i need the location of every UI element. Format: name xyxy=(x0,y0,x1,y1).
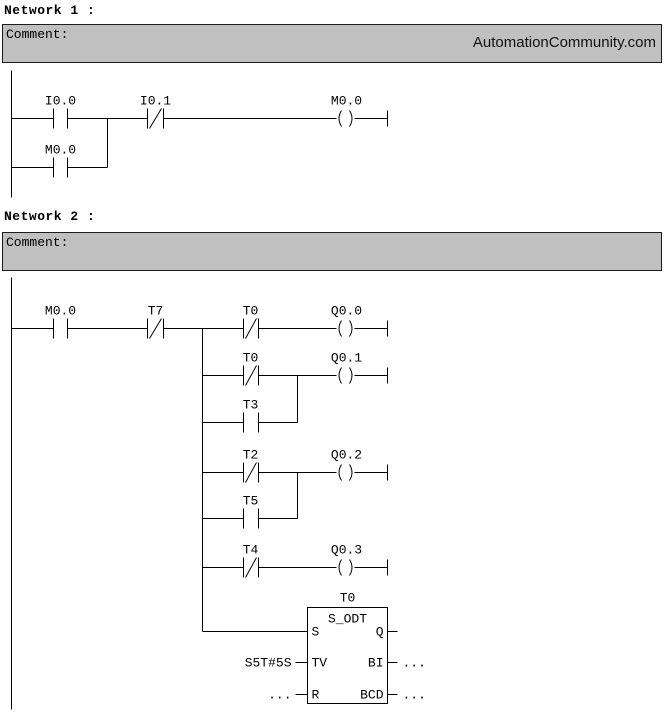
timer-tv-operand[interactable]: S5T#5S xyxy=(245,656,292,671)
network1-comment-box[interactable]: Comment: AutomationCommunity.com xyxy=(2,24,662,63)
nc-contact-t2[interactable] xyxy=(243,462,259,483)
wires xyxy=(11,320,398,695)
timer-r-operand[interactable]: ... xyxy=(268,688,291,703)
coil-m0-0[interactable] xyxy=(338,110,353,127)
network2-ladder: M0.0 T7 T0 Q0.0 T0 Q0.1 T3 T2 Q0.2 T5 T4… xyxy=(11,277,426,710)
coil-q0-0[interactable] xyxy=(338,320,353,337)
no-contact-t3[interactable] xyxy=(243,412,259,433)
timer-type-label: S_ODT xyxy=(328,612,367,627)
timer-name-label[interactable]: T0 xyxy=(340,591,356,606)
operand-label[interactable]: T4 xyxy=(243,543,259,558)
operand-label[interactable]: T2 xyxy=(243,448,259,463)
operand-label[interactable]: M0.0 xyxy=(331,94,362,109)
operand-label[interactable]: T5 xyxy=(243,494,259,509)
pin-label-r: R xyxy=(312,688,320,703)
comment-label[interactable]: Comment: xyxy=(6,235,69,250)
operand-label[interactable]: M0.0 xyxy=(45,304,76,319)
operand-label[interactable]: T3 xyxy=(243,398,259,413)
coil-q0-2[interactable] xyxy=(338,464,353,481)
no-contact-m0-0[interactable] xyxy=(53,318,68,339)
network2-title[interactable]: Network 2 : xyxy=(4,209,96,224)
no-contact-t5[interactable] xyxy=(243,508,259,529)
pin-label-bi: BI xyxy=(368,656,384,671)
operand-label[interactable]: T7 xyxy=(148,304,164,319)
operand-label[interactable]: Q0.3 xyxy=(331,543,362,558)
nc-contact-t0-or[interactable] xyxy=(243,365,259,386)
operand-label[interactable]: I0.0 xyxy=(45,94,76,109)
timer-bcd-operand[interactable]: ... xyxy=(403,688,426,703)
operand-label[interactable]: I0.1 xyxy=(140,94,171,109)
nc-contact-t7[interactable] xyxy=(147,318,164,339)
operand-label[interactable]: T0 xyxy=(243,304,259,319)
operand-label[interactable]: T0 xyxy=(243,351,259,366)
operand-label[interactable]: Q0.0 xyxy=(331,304,362,319)
operand-label[interactable]: Q0.1 xyxy=(331,351,362,366)
no-contact-i0-0[interactable] xyxy=(53,108,68,129)
nc-contact-i0-1[interactable] xyxy=(147,108,164,129)
network2-comment-box[interactable]: Comment: xyxy=(2,232,662,271)
timer-bi-operand[interactable]: ... xyxy=(403,656,426,671)
comment-label[interactable]: Comment: xyxy=(6,27,69,42)
pin-label-bcd: BCD xyxy=(360,688,384,703)
pin-label-s: S xyxy=(312,625,320,640)
coil-q0-1[interactable] xyxy=(338,367,353,384)
operand-label[interactable]: Q0.2 xyxy=(331,448,362,463)
nc-contact-t0-main[interactable] xyxy=(243,318,259,339)
wires xyxy=(11,110,388,168)
nc-contact-t4[interactable] xyxy=(243,557,259,578)
no-contact-m0-0[interactable] xyxy=(53,157,68,178)
pin-label-q: Q xyxy=(376,625,384,640)
coil-q0-3[interactable] xyxy=(338,559,353,576)
network1-title[interactable]: Network 1 : xyxy=(4,3,96,18)
timer-block-t0[interactable]: T0 S_ODT S Q TV BI R BCD xyxy=(307,591,388,704)
watermark-text: AutomationCommunity.com xyxy=(472,34,656,51)
operand-label[interactable]: M0.0 xyxy=(45,143,76,158)
pin-label-tv: TV xyxy=(312,656,328,671)
network1-ladder: I0.0 I0.1 M0.0 M0.0 xyxy=(11,70,388,198)
